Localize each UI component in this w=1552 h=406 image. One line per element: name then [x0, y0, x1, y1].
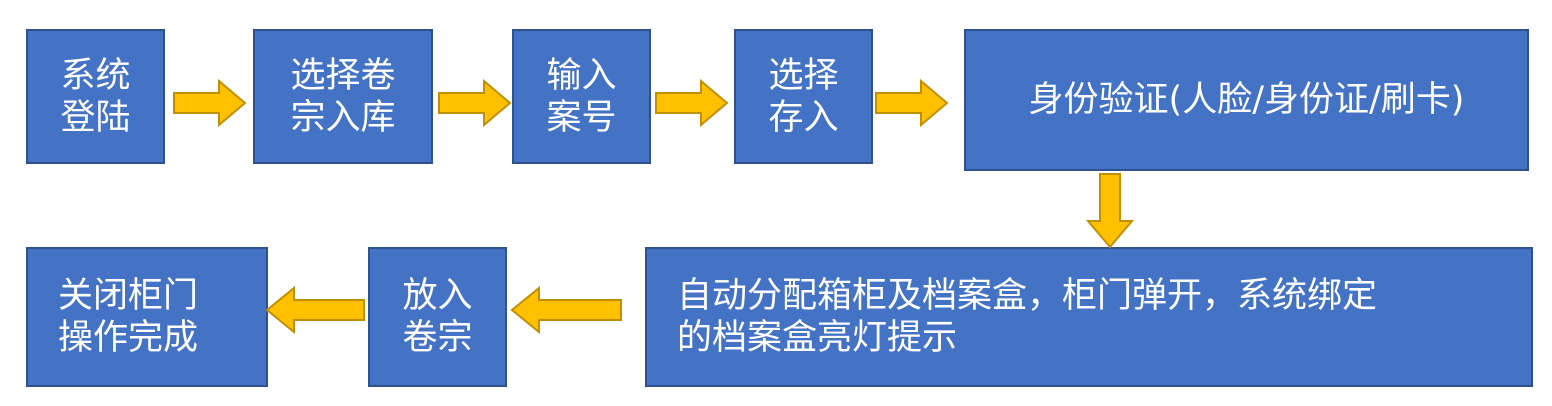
step-select-archive-line2: 宗入库	[290, 97, 396, 138]
step-select-deposit: 选择 存入	[734, 29, 873, 164]
arrow-right-icon	[875, 78, 949, 128]
step-close-door-complete-line1: 关闭柜门	[58, 276, 199, 316]
step-identity-verification: 身份验证(人脸/身份证/刷卡)	[964, 29, 1529, 171]
arrow-right-icon	[173, 78, 247, 128]
step-auto-allocate-cabinet-line2: 的档案盒亮灯提示	[677, 318, 958, 358]
step-close-door-complete-line2: 操作完成	[58, 318, 199, 358]
step-select-deposit-line1: 选择	[768, 55, 839, 96]
arrow-right-icon	[655, 78, 729, 128]
step-select-archive: 选择卷 宗入库	[253, 29, 433, 164]
step-auto-allocate-cabinet-line1: 自动分配箱柜及档案盒，柜门弹开，系统绑定	[677, 276, 1378, 316]
step-select-archive-line1: 选择卷	[290, 55, 396, 96]
step-enter-case-number-line2: 案号	[546, 97, 617, 138]
step-system-login-line2: 登陆	[60, 97, 131, 138]
step-enter-case-number-line1: 输入	[546, 55, 617, 96]
arrow-down-icon-shape	[1085, 173, 1135, 249]
arrow-right-icon	[438, 78, 512, 128]
arrow-right-icon-shape	[438, 78, 512, 128]
step-put-in-archive: 放入 卷宗	[368, 247, 507, 387]
arrow-right-icon-shape	[655, 78, 729, 128]
step-identity-verification-text: 身份验证(人脸/身份证/刷卡)	[1028, 80, 1465, 120]
arrow-right-icon-shape	[173, 78, 247, 128]
step-put-in-archive-line1: 放入	[402, 276, 473, 316]
step-enter-case-number: 输入 案号	[512, 29, 651, 164]
arrow-left-icon	[510, 285, 622, 335]
step-put-in-archive-line2: 卷宗	[402, 318, 473, 358]
arrow-down-icon	[1085, 173, 1135, 249]
arrow-left-icon-shape	[510, 285, 622, 335]
arrow-left-icon	[265, 285, 365, 335]
step-system-login: 系统 登陆	[26, 29, 165, 164]
step-close-door-complete: 关闭柜门 操作完成	[26, 247, 268, 387]
arrow-right-icon-shape	[875, 78, 949, 128]
step-select-deposit-line2: 存入	[768, 97, 839, 138]
step-system-login-line1: 系统	[60, 55, 131, 96]
arrow-left-icon-shape	[265, 285, 365, 335]
step-auto-allocate-cabinet: 自动分配箱柜及档案盒，柜门弹开，系统绑定 的档案盒亮灯提示	[645, 247, 1533, 387]
